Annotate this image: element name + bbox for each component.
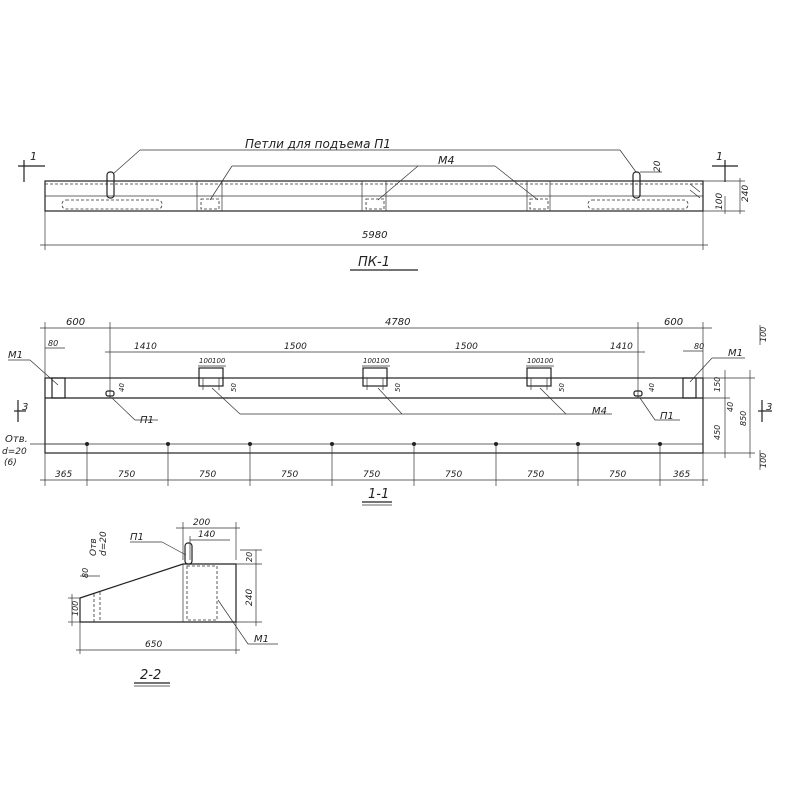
plate-pair-dims: 100 100 100 100 100 100: [198, 357, 554, 367]
svg-text:100: 100: [199, 357, 213, 365]
svg-text:240: 240: [245, 589, 255, 606]
svg-text:80: 80: [694, 342, 704, 351]
svg-text:750: 750: [609, 470, 626, 480]
svg-text:3: 3: [22, 402, 28, 413]
dim-600-left: 600: [66, 317, 85, 328]
section-title-11: 1-1: [368, 487, 389, 502]
svg-text:140: 140: [198, 530, 215, 540]
svg-text:20: 20: [245, 552, 254, 562]
top-height-240: 240: [741, 185, 751, 202]
svg-text:365: 365: [673, 470, 690, 480]
plate-m1-left: [51, 377, 66, 399]
svg-text:150: 150: [713, 377, 722, 392]
svg-text:40: 40: [648, 383, 656, 392]
lifting-loop-left: [106, 171, 115, 199]
svg-text:100: 100: [71, 601, 80, 616]
view-title-pk1: ПК-1: [358, 255, 390, 270]
svg-text:d=20: d=20: [99, 531, 109, 556]
opening-label: Отв.: [5, 434, 28, 445]
svg-text:450: 450: [713, 425, 722, 440]
section-1-1: 600 4780 600 1410 1500 1500 1410 100 100…: [2, 317, 772, 506]
svg-text:750: 750: [527, 470, 544, 480]
svg-text:200: 200: [193, 518, 210, 528]
svg-text:40: 40: [118, 383, 126, 392]
m4-label-section: М4: [592, 406, 607, 417]
dim-600-right: 600: [664, 317, 683, 328]
m4-label-top: М4: [438, 154, 455, 167]
beam-section-outline: [44, 377, 704, 454]
svg-text:3: 3: [766, 402, 772, 413]
dim-1410-right: 1410: [610, 342, 633, 352]
section-2-2: 200 140 П1 Отв d=20 80 100 20 240 М1 650: [68, 518, 278, 687]
svg-text:750: 750: [118, 470, 135, 480]
svg-text:750: 750: [445, 470, 462, 480]
loop-p1-22: [184, 542, 193, 565]
dim-1500-a: 1500: [284, 342, 307, 352]
svg-text:750: 750: [363, 470, 380, 480]
opening-count: (6): [4, 458, 17, 468]
svg-text:100: 100: [540, 357, 554, 365]
dim-4780: 4780: [385, 317, 410, 328]
dim-1410-left: 1410: [134, 342, 157, 352]
lifting-loop-right: [632, 171, 641, 199]
svg-text:50: 50: [394, 383, 402, 392]
svg-text:100: 100: [212, 357, 226, 365]
m1-label-22: М1: [254, 634, 269, 645]
svg-text:100: 100: [759, 327, 768, 342]
section-title-22: 2-2: [140, 668, 161, 683]
p1-label-right: П1: [660, 411, 674, 422]
loops-note: Петли для подъема П1: [245, 137, 391, 151]
svg-text:100: 100: [759, 453, 768, 468]
svg-text:365: 365: [55, 470, 72, 480]
svg-text:80: 80: [81, 568, 90, 578]
p1-label-22: П1: [130, 532, 144, 543]
m1-label-left: М1: [8, 350, 23, 361]
openings-row: [85, 442, 662, 446]
section22-profile: [79, 563, 237, 623]
svg-text:40: 40: [726, 402, 735, 412]
svg-text:100: 100: [376, 357, 390, 365]
opening-diameter: d=20: [2, 447, 27, 457]
total-length-5980: 5980: [362, 230, 387, 241]
dim-1500-b: 1500: [455, 342, 478, 352]
svg-text:850: 850: [739, 411, 748, 426]
svg-text:50: 50: [230, 383, 238, 392]
plate-m1-right: [682, 377, 697, 399]
svg-text:650: 650: [145, 640, 162, 650]
svg-text:50: 50: [558, 383, 566, 392]
loop-height-20: 20: [653, 160, 663, 172]
top-height-100: 100: [715, 193, 725, 210]
p1-label-left: П1: [140, 415, 154, 426]
svg-text:Отв: Отв: [89, 538, 99, 556]
cut-mark-left: 1: [30, 150, 37, 163]
svg-text:100: 100: [527, 357, 541, 365]
svg-text:100: 100: [363, 357, 377, 365]
svg-text:750: 750: [199, 470, 216, 480]
m1-label-right: М1: [728, 348, 743, 359]
svg-text:80: 80: [48, 339, 58, 348]
top-view: 1 1 Петли для подъема П1 М: [18, 137, 751, 271]
svg-text:750: 750: [281, 470, 298, 480]
cut-mark-right: 1: [716, 150, 723, 163]
